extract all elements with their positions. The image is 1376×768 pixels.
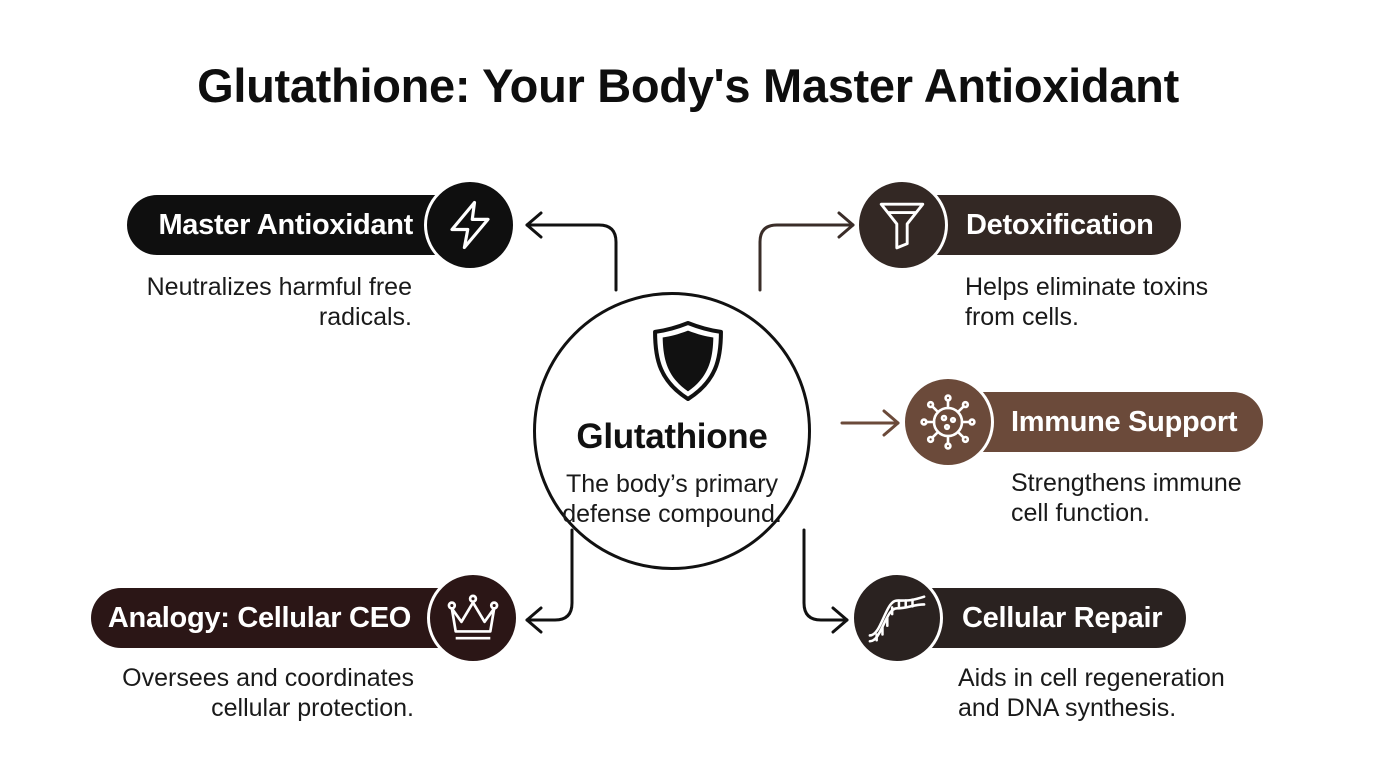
master-antioxidant-label: Master Antioxidant xyxy=(158,208,413,241)
connector-repair xyxy=(802,528,849,622)
arrowhead-immune xyxy=(882,409,900,437)
virus-icon xyxy=(920,394,976,450)
dna-icon xyxy=(868,595,926,643)
shield-icon xyxy=(653,320,723,402)
glutathione-center-circle: Glutathione The body’s primary defense c… xyxy=(533,292,811,570)
immune-support-badge xyxy=(902,376,994,468)
master-antioxidant-description: Neutralizes harmful free radicals. xyxy=(146,273,412,331)
immune-support-description: Strengthens immune cell function. xyxy=(1011,469,1242,527)
detoxification-description: Helps eliminate toxins from cells. xyxy=(965,273,1209,331)
page-title: Glutathione: Your Body's Master Antioxid… xyxy=(197,59,1179,112)
detoxification-label: Detoxification xyxy=(966,208,1154,241)
cellular-repair-badge xyxy=(851,572,943,664)
crown-icon xyxy=(447,594,499,640)
funnel-icon xyxy=(879,202,925,250)
connector-detox xyxy=(758,223,855,292)
immune-support-label: Immune Support xyxy=(1011,405,1238,438)
cellular-ceo-description: Oversees and coordinates cellular protec… xyxy=(122,664,414,722)
master-antioxidant-badge xyxy=(424,179,516,271)
arrowhead-master xyxy=(525,211,543,239)
arrowhead-detox xyxy=(837,211,855,239)
connector-master xyxy=(525,223,618,292)
center-subtitle: The body’s primary defense compound. xyxy=(562,470,782,528)
cellular-ceo-badge xyxy=(427,572,519,664)
cellular-ceo-label: Analogy: Cellular CEO xyxy=(107,601,411,634)
arrowhead-ceo xyxy=(525,606,543,634)
connector-ceo xyxy=(525,528,574,622)
cellular-repair-description: Aids in cell regeneration and DNA synthe… xyxy=(958,664,1225,722)
detoxification-badge xyxy=(856,179,948,271)
cellular-repair-label: Cellular Repair xyxy=(962,601,1163,634)
center-title: Glutathione xyxy=(576,417,768,456)
arrowhead-repair xyxy=(831,606,849,634)
lightning-bolt-icon xyxy=(450,200,490,250)
